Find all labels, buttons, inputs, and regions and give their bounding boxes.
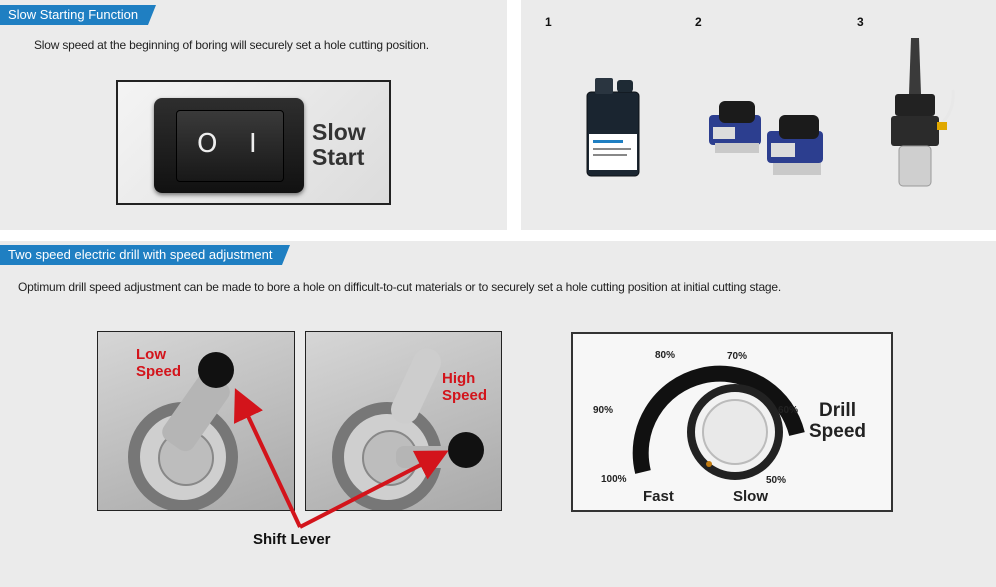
slow-start-switch-photo: O I Slow Start	[116, 80, 391, 205]
drill-speed-title: Drill Speed	[809, 400, 866, 442]
cutting-oil-bottle-icon	[586, 78, 640, 177]
accessory-number-3: 3	[857, 15, 864, 29]
drill-speed-title-line1: Drill	[819, 400, 856, 421]
tick-90: 90%	[593, 405, 614, 416]
tick-50: 50%	[766, 475, 787, 486]
tick-80: 80%	[655, 350, 676, 361]
two-speed-description: Optimum drill speed adjustment can be ma…	[18, 280, 781, 294]
high-speed-label: High Speed	[442, 370, 487, 404]
shift-lever-label: Shift Lever	[253, 531, 331, 548]
low-speed-label: Low Speed	[136, 346, 181, 380]
low-speed-knob	[198, 352, 234, 388]
speed-dial-icon	[632, 365, 805, 480]
two-speed-heading: Two speed electric drill with speed adju…	[0, 245, 291, 265]
low-speed-photo: Low Speed	[97, 331, 295, 511]
low-speed-label-line2: Speed	[136, 363, 182, 380]
off-symbol: O	[197, 129, 218, 159]
accessory-number-1: 1	[545, 15, 552, 29]
slow-start-label-line1: Slow	[312, 119, 366, 145]
rocker-switch: O I	[154, 98, 304, 193]
accessory-number-2: 2	[695, 15, 702, 29]
drill-speed-dial-photo: 80% 70% 90% 60% 100% 50% Fast Slow Drill…	[571, 332, 893, 512]
slow-start-label: Slow Start	[312, 120, 366, 170]
slow-start-label-line2: Start	[312, 144, 365, 170]
slow-start-heading: Slow Starting Function	[0, 5, 157, 25]
high-speed-knob	[448, 432, 484, 468]
drill-speed-title-line2: Speed	[809, 421, 867, 442]
tick-60: 60%	[778, 405, 799, 416]
slow-start-panel: Slow Starting Function Slow speed at the…	[0, 0, 507, 230]
tick-100: 100%	[601, 474, 627, 485]
low-speed-label-line1: Low	[136, 346, 166, 363]
high-speed-label-line1: High	[442, 370, 476, 387]
slow-label: Slow	[733, 488, 769, 505]
magnetic-base-clamps-icon	[709, 101, 823, 175]
on-symbol: I	[249, 129, 257, 159]
arbor-tool-holder-icon	[891, 38, 955, 187]
slow-start-description: Slow speed at the beginning of boring wi…	[34, 38, 429, 52]
fast-label: Fast	[643, 488, 674, 505]
accessories-panel: 1 2 3	[521, 0, 996, 230]
high-speed-photo: High Speed	[305, 331, 502, 511]
tick-70: 70%	[727, 351, 748, 362]
high-speed-label-line2: Speed	[442, 387, 488, 404]
two-speed-panel: Two speed electric drill with speed adju…	[0, 241, 996, 587]
